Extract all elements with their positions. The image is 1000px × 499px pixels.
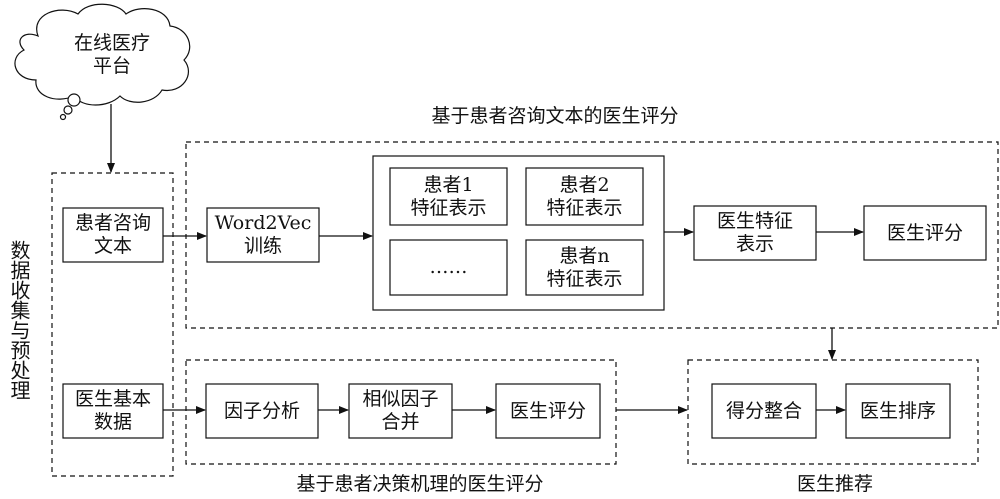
- factor-analysis-box: [205, 383, 319, 439]
- text-scoring-region: [185, 141, 999, 329]
- doctor-score-bottom-box: [495, 383, 601, 439]
- word2vec-box: [206, 207, 320, 263]
- cloud-label: 在线医疗 平台: [73, 32, 150, 77]
- collect-title: 数据收集与预处理: [7, 240, 31, 400]
- ellipsis-box: [389, 239, 508, 296]
- doctor-feature-label: 医生特征 表示: [716, 210, 793, 255]
- consult-text-label: 患者咨询 文本: [74, 212, 151, 257]
- patientn-box: [525, 239, 644, 296]
- patient2-label: 患者2 特征表示: [546, 173, 623, 219]
- doctor-score-bottom-label: 医生评分: [509, 399, 586, 422]
- decision-scoring-title: 基于患者决策机理的医生评分: [296, 472, 544, 495]
- merge-factors-box: [348, 383, 453, 439]
- consult-text-box: [62, 207, 164, 263]
- recommend-region: [687, 359, 979, 465]
- cloud-shape: [14, 3, 191, 121]
- factor-analysis-label: 因子分析: [223, 399, 300, 422]
- doctor-score-top-box: [863, 205, 987, 261]
- doctor-basic-label: 医生基本 数据: [74, 388, 151, 433]
- doctor-basic-box: [62, 383, 164, 439]
- decision-scoring-region: [185, 359, 617, 465]
- doctor-rank-box: [845, 383, 951, 439]
- merge-factors-label: 相似因子 合并: [362, 388, 439, 433]
- patient1-box: [389, 167, 508, 226]
- score-merge-box: [711, 383, 817, 439]
- doctor-score-top-label: 医生评分: [886, 221, 963, 244]
- score-merge-label: 得分整合: [725, 399, 802, 422]
- doctor-feature-box: [693, 205, 817, 261]
- patient1-label: 患者1 特征表示: [410, 173, 487, 219]
- word2vec-label: Word2Vec 训练: [214, 212, 312, 257]
- text-scoring-title: 基于患者咨询文本的医生评分: [431, 104, 679, 127]
- patient2-box: [525, 167, 644, 226]
- collect-region: [51, 172, 174, 477]
- doctor-rank-label: 医生排序: [859, 399, 936, 422]
- patientn-label: 患者n 特征表示: [546, 244, 623, 290]
- recommend-title: 医生推荐: [796, 472, 873, 495]
- ellipsis-label: ……: [429, 256, 468, 279]
